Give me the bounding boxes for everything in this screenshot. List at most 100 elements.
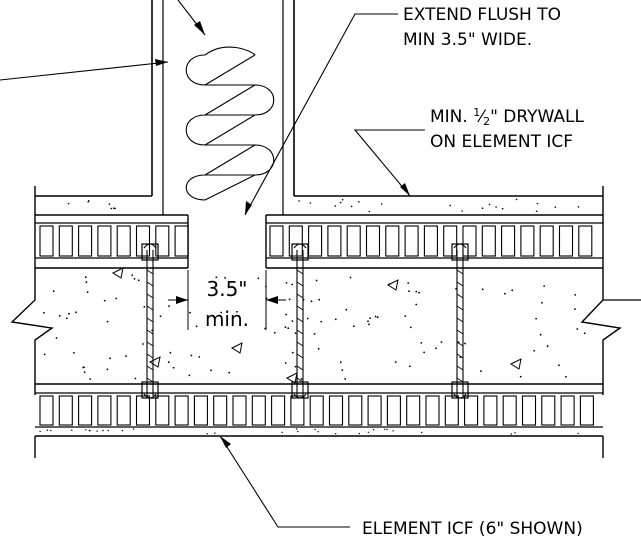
concrete-speck <box>367 320 369 323</box>
drywall-speck <box>386 428 388 431</box>
break-lines <box>10 270 641 384</box>
concrete-speck <box>349 276 352 279</box>
icf-web-rib <box>174 395 189 426</box>
tie-hatch <box>456 377 464 383</box>
icf-web-rib <box>135 395 151 426</box>
concrete-speck <box>504 292 506 295</box>
icf-web-rib <box>58 225 73 257</box>
dimension-qualifier: min. <box>205 307 249 331</box>
concrete-speck <box>224 277 227 279</box>
concrete-speck <box>376 316 379 319</box>
concrete-speck <box>273 331 276 334</box>
drywall-speck <box>536 202 539 205</box>
concrete-speck <box>231 317 234 320</box>
icf-web-rib <box>404 225 419 257</box>
tie-hatch <box>296 329 304 335</box>
icf-web-rib <box>290 395 305 426</box>
tie-hatch <box>456 329 464 335</box>
concrete-speck <box>394 361 397 363</box>
drywall-speck <box>334 205 337 207</box>
concrete-speck <box>228 371 231 374</box>
drywall-speck <box>358 201 360 203</box>
drywall-speck <box>339 201 342 204</box>
concrete-speck <box>407 282 410 284</box>
drywall-suffix: " DRYWALL <box>490 107 584 127</box>
tie-hatch <box>146 365 154 371</box>
icf-web-rib <box>155 395 170 426</box>
concrete-speck <box>420 342 423 344</box>
concrete-speck <box>418 291 420 294</box>
drywall-speck <box>298 200 300 202</box>
concrete-speck <box>284 362 287 364</box>
icf-web-rib <box>501 225 516 257</box>
drywall-speck <box>85 429 87 431</box>
concrete-speck <box>317 347 320 350</box>
icf-web-rib <box>116 225 131 257</box>
concrete-speck <box>334 318 337 321</box>
concrete-speck <box>318 298 321 301</box>
callout-extend-flush-line1: EXTEND FLUSH TO <box>403 5 561 25</box>
icf-web-rib <box>213 395 228 426</box>
concrete-speck <box>565 375 567 378</box>
concrete-speck <box>409 326 412 329</box>
concrete-speck <box>543 285 545 287</box>
drywall-speck <box>50 429 52 432</box>
drywall-speck <box>107 429 110 432</box>
drywall-speck <box>335 433 337 435</box>
concrete-speck <box>257 277 260 280</box>
concrete-speck <box>189 311 191 314</box>
concrete-speck <box>345 308 348 311</box>
drywall-speck <box>372 429 375 431</box>
icf-web-rib <box>541 395 556 426</box>
drywall-speck <box>461 210 464 212</box>
concrete-speck <box>65 317 68 320</box>
concrete-speck <box>480 370 482 372</box>
concrete-speck <box>284 326 287 328</box>
drywall-speck <box>108 203 111 205</box>
concrete-speck <box>344 378 347 380</box>
concrete-speck <box>320 320 323 323</box>
drywall-speck <box>314 428 316 431</box>
tie-hatch <box>146 269 154 275</box>
concrete-speck <box>134 377 137 380</box>
arrowhead-top-left <box>194 21 205 35</box>
break-line-left <box>10 270 54 384</box>
tie-hatch <box>456 269 464 275</box>
drywall-speck <box>341 198 344 201</box>
leader-element-icf <box>219 435 350 528</box>
arrowhead-left <box>155 59 168 66</box>
tie-hook <box>293 243 307 249</box>
drywall-speck <box>102 429 104 432</box>
concrete-speck <box>423 351 425 354</box>
drywall-speck <box>132 428 135 430</box>
drywall-speck <box>113 207 115 209</box>
dimension-value: 3.5" <box>206 277 247 301</box>
tie-hook <box>143 243 157 249</box>
icf-web-rib <box>502 395 517 426</box>
tie-hatch <box>456 317 464 323</box>
aggregate-mark <box>509 358 522 370</box>
icf-web-rib <box>78 225 93 257</box>
icf-panel-bottom <box>34 383 604 458</box>
arrowhead-extend-flush <box>245 201 252 215</box>
concrete-speck <box>190 354 193 357</box>
icf-web-rib <box>271 395 286 426</box>
concrete-speck <box>459 356 462 359</box>
concrete-speck <box>539 333 542 336</box>
callout-drywall-line1: MIN. 1⁄2" DRYWALL <box>430 106 584 128</box>
concrete-speck <box>369 317 371 319</box>
concrete-speck <box>169 351 172 354</box>
tie-hook <box>143 393 157 399</box>
drywall-speck <box>88 200 90 202</box>
concrete-speck <box>457 341 460 344</box>
tie-hatch <box>146 341 154 347</box>
leader-lines <box>0 0 425 528</box>
icf-web-rib <box>385 225 400 257</box>
icf-web-rib <box>78 395 93 426</box>
icf-web-rib <box>444 395 459 426</box>
icf-web-rib <box>97 395 112 426</box>
drywall-speck <box>121 429 124 432</box>
concrete-speck <box>68 312 70 315</box>
concrete-speck <box>535 317 537 320</box>
